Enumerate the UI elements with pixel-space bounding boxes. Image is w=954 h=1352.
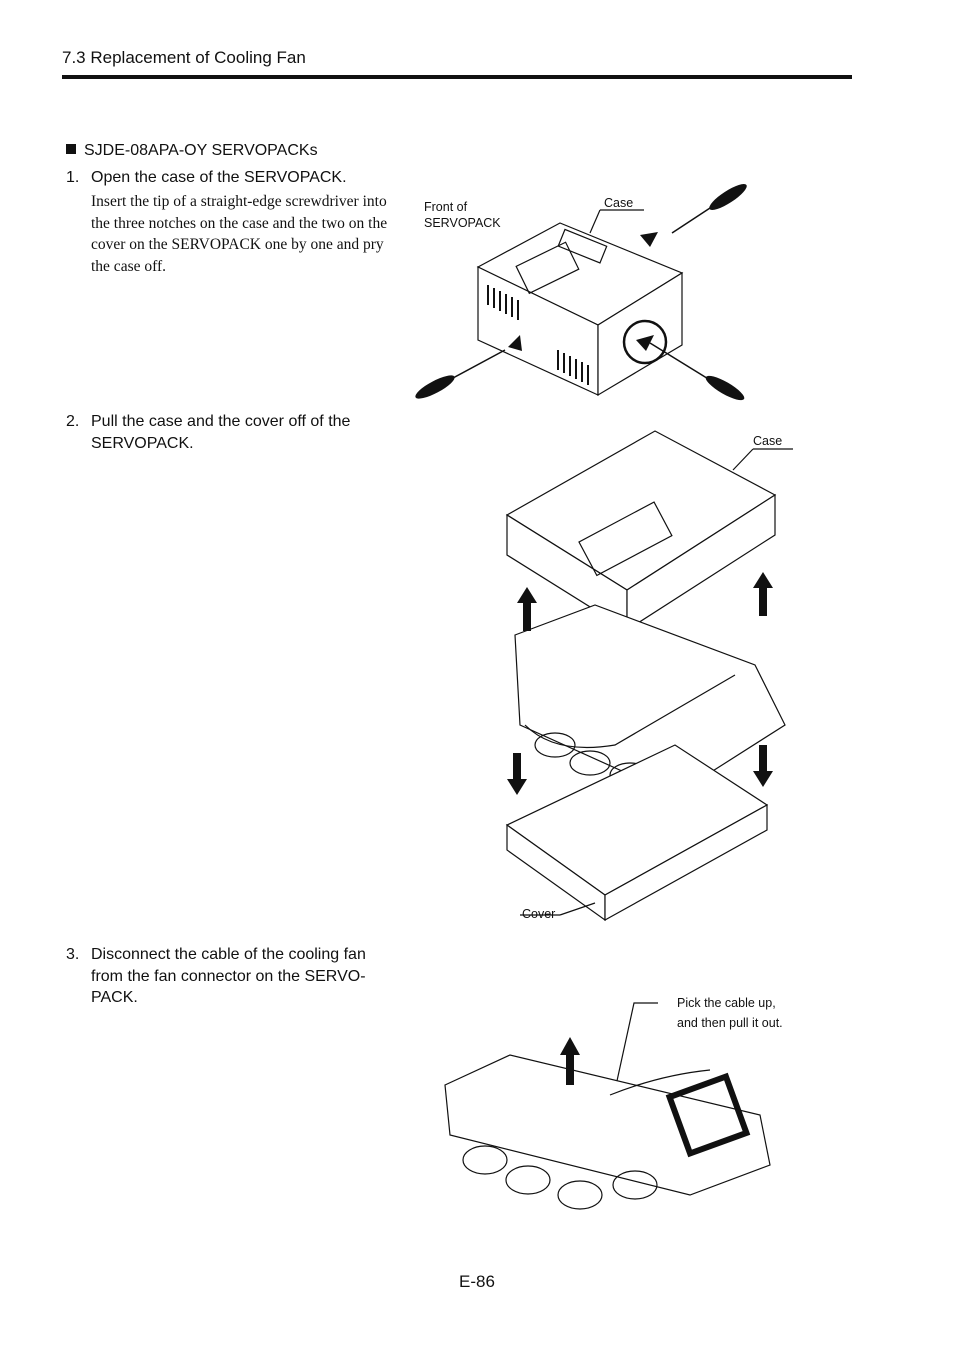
page-header: 7.3 Replacement of Cooling Fan (62, 48, 306, 67)
section-title: SJDE-08APA-OY SERVOPACKs (66, 142, 318, 160)
step-number: 3. (66, 946, 80, 963)
fan-cable-disconnect-illustration (444, 1002, 771, 1210)
square-bullet-icon (66, 144, 76, 154)
case-and-cover-removal-illustration (505, 430, 793, 922)
step-text: Pull the case and the cover off of the S… (91, 413, 351, 452)
step-text: Disconnect the cable of the cooling fan … (91, 946, 366, 1006)
servopack-case-illustration (415, 184, 747, 401)
case-label-1: Case (604, 196, 634, 210)
step-number: 1. (66, 169, 80, 186)
step-number: 2. (66, 413, 80, 430)
step-1-description: Insert the tip of a straight-edge screwd… (91, 193, 388, 275)
step-text: Open the case of the SERVOPACK. (91, 169, 347, 186)
section-title-text: SJDE-08APA-OY SERVOPACKs (84, 142, 318, 159)
cable-callout: Pick the cable up, and then pull it out. (677, 996, 783, 1030)
front-of-servopack-label: Front of SERVOPACK (424, 200, 501, 230)
header-rule (62, 75, 852, 79)
cover-label: Cover (522, 907, 556, 921)
page-number: E-86 (459, 1272, 495, 1291)
case-label-2: Case (753, 434, 783, 448)
